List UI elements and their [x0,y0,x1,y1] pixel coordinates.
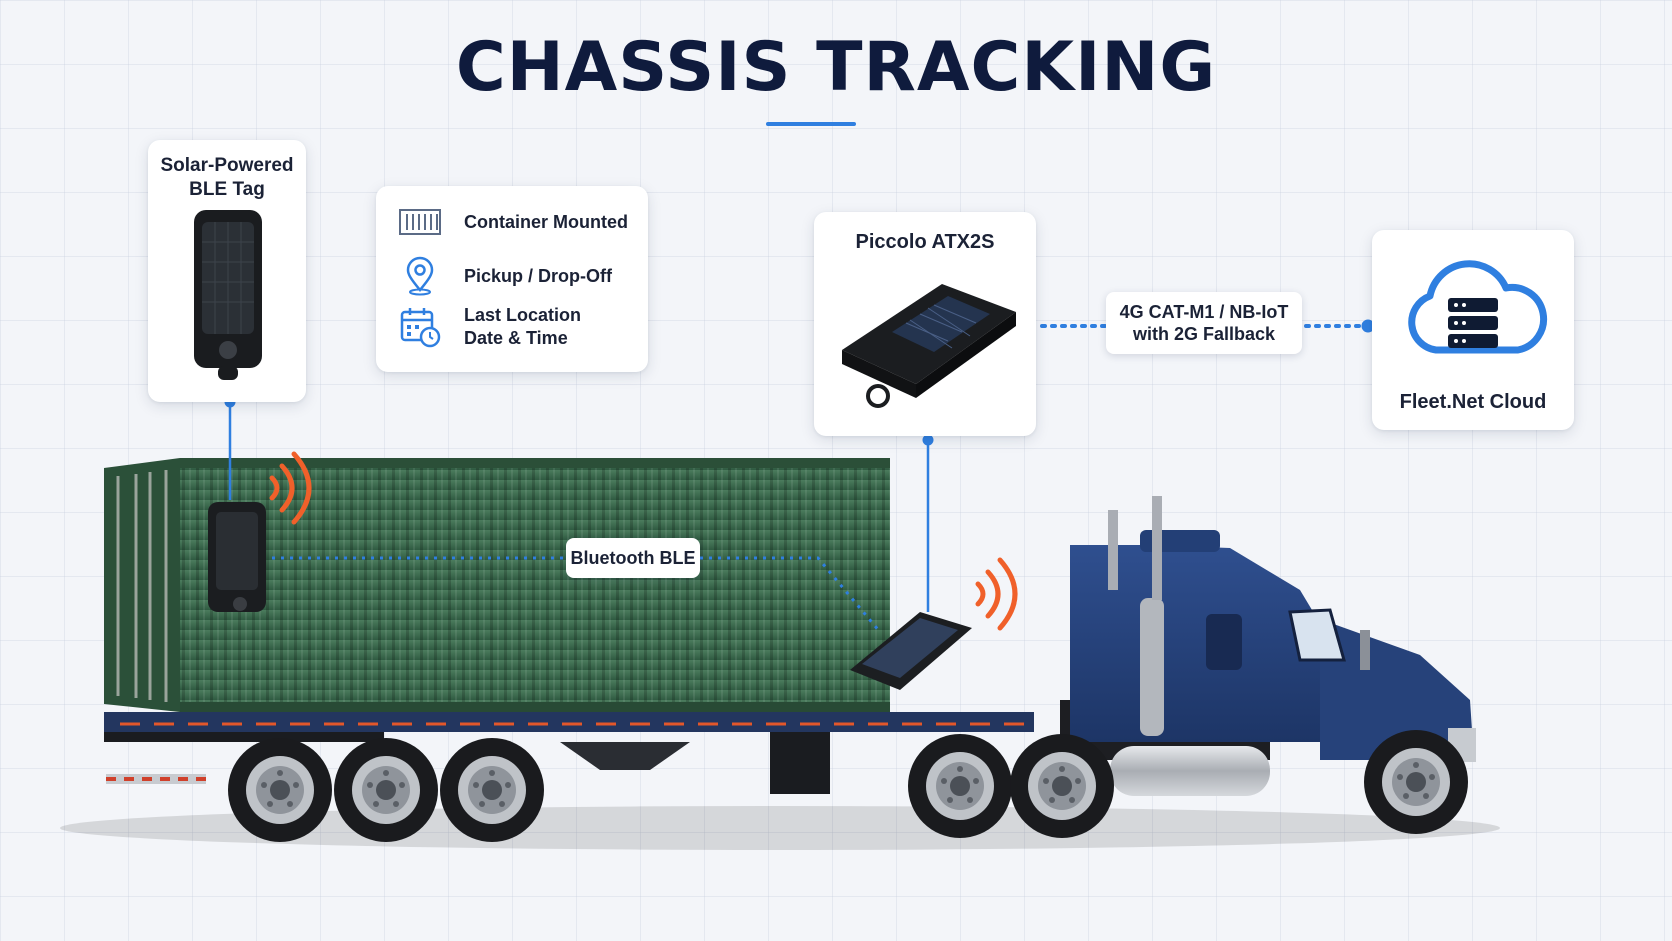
calendar-clock-icon [400,308,441,348]
feature-last-location: Last Location Date & Time [398,304,581,350]
bluetooth-link-label: Bluetooth BLE [566,538,700,578]
cloud-server-icon [1408,260,1548,354]
ble-tag-device-mounted [208,502,266,612]
truck-cab [1060,496,1476,796]
feature-label-last-location-line2: Date & Time [464,328,568,348]
trailer-chassis [104,712,1034,794]
features-card: Container Mounted Pickup / Drop-Off Last… [376,186,648,372]
shipping-container [104,458,890,712]
cloud-card-title: Fleet.Net Cloud [1399,391,1547,413]
network-pill-line1: 4G CAT-M1 / NB-IoT [1119,302,1289,322]
cloud-card: Fleet.Net Cloud [1372,230,1574,430]
location-pin-icon [406,256,434,296]
tracker-card-title: Piccolo ATX2S [855,231,995,253]
tracker-device-mounted [850,612,972,690]
feature-label-pickup: Pickup / Drop-Off [464,265,612,286]
container-icon [399,209,441,235]
ble-tag-title-line2: BLE Tag [189,179,265,200]
tracker-device-icon [842,284,1016,408]
tracker-card: Piccolo ATX2S [814,212,1036,436]
page-title: CHASSIS TRACKING [455,28,1217,107]
feature-label-last-location-line1: Last Location [464,305,582,325]
signal-waves-right [975,557,1018,631]
feature-label-last-location: Last Location Date & Time [464,304,581,350]
feature-label-container: Container Mounted [464,211,628,232]
feature-pickup-dropoff: Pickup / Drop-Off [398,256,612,296]
title-underline [766,122,856,126]
signal-waves-left [269,451,312,525]
ble-tag-card-title: Solar-Powered BLE Tag [148,154,306,202]
ble-tag-card: Solar-Powered BLE Tag [148,140,306,402]
feature-container-mounted: Container Mounted [398,208,628,236]
connector-lines [224,319,1375,633]
ble-tag-device-icon [194,210,262,380]
ble-tag-title-line1: Solar-Powered [160,155,294,176]
network-pill-line2: with 2G Fallback [1132,324,1276,344]
network-pill: 4G CAT-M1 / NB-IoT with 2G Fallback [1106,292,1302,354]
